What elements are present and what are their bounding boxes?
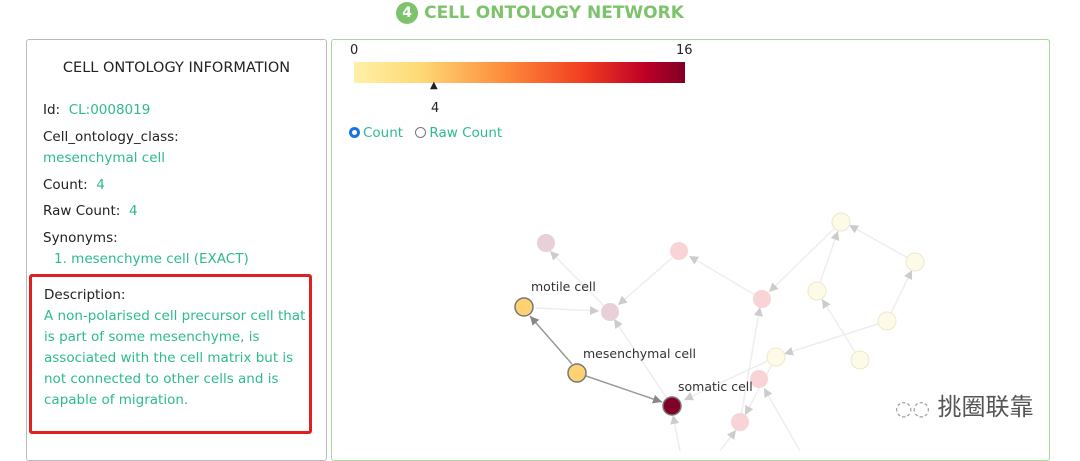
- step-badge: 4: [396, 2, 419, 24]
- colorbar-max: 16: [676, 43, 693, 58]
- faded-edges: [534, 221, 916, 451]
- description-box: Description: A non-polarised cell precur…: [29, 274, 312, 434]
- section-title: CELL ONTOLOGY NETWORK: [424, 3, 684, 23]
- radio-count[interactable]: Count: [349, 125, 407, 141]
- class-label: Cell_ontology_class:: [43, 129, 179, 145]
- id-label: Id:: [43, 102, 61, 118]
- raw-label: Raw Count:: [43, 203, 121, 219]
- description-text: A non-polarised cell precursor cell that…: [44, 308, 306, 408]
- count-label: Count:: [43, 177, 88, 193]
- count-value: 4: [96, 177, 105, 193]
- node-mesenchymal-cell[interactable]: [567, 363, 587, 383]
- class-value: mesenchymal cell: [43, 150, 166, 166]
- label-motile-cell: motile cell: [531, 279, 596, 294]
- radio-raw-label[interactable]: Raw Count: [429, 125, 503, 141]
- info-panel: CELL ONTOLOGY INFORMATION Id: CL:0008019…: [26, 39, 327, 461]
- node-somatic-cell[interactable]: [662, 396, 682, 416]
- label-mesenchymal-cell: mesenchymal cell: [583, 346, 696, 361]
- count-row: Count: 4: [43, 177, 105, 193]
- watermark: ◌◌ 挑圈联靠: [895, 387, 1034, 422]
- colorbar-min: 0: [350, 43, 359, 58]
- id-value: CL:0008019: [68, 102, 151, 118]
- radio-raw-count[interactable]: Raw Count: [415, 125, 506, 141]
- info-title: CELL ONTOLOGY INFORMATION: [62, 60, 291, 76]
- network-panel: 0 16 ▲ 4 Count Raw Count: [331, 39, 1050, 461]
- watermark-text: 挑圈联靠: [937, 393, 1034, 421]
- radio-count-label[interactable]: Count: [363, 125, 404, 141]
- colorbar-marker-icon: ▲: [430, 80, 438, 91]
- description-label: Description:: [44, 287, 126, 303]
- colorbar: [354, 62, 685, 83]
- node-motile-cell[interactable]: [514, 297, 534, 317]
- synonyms-label: Synonyms:: [43, 230, 118, 246]
- id-row: Id: CL:0008019: [43, 102, 150, 118]
- radio-count-dot[interactable]: [349, 127, 360, 138]
- highlighted-edges: [529, 315, 663, 404]
- wechat-icon: ◌◌: [895, 396, 930, 420]
- colorbar-marker-value: 4: [431, 101, 440, 116]
- faded-nodes[interactable]: [537, 212, 925, 431]
- synonym-item: 1. mesenchyme cell (EXACT): [54, 251, 249, 267]
- radio-raw-dot[interactable]: [415, 127, 427, 138]
- network-graph[interactable]: motile cell mesenchymal cell somatic cel…: [0, 0, 1080, 451]
- raw-row: Raw Count: 4: [43, 203, 138, 219]
- count-mode-radios: Count Raw Count: [349, 125, 510, 141]
- raw-value: 4: [128, 203, 138, 219]
- label-somatic-cell: somatic cell: [678, 379, 753, 394]
